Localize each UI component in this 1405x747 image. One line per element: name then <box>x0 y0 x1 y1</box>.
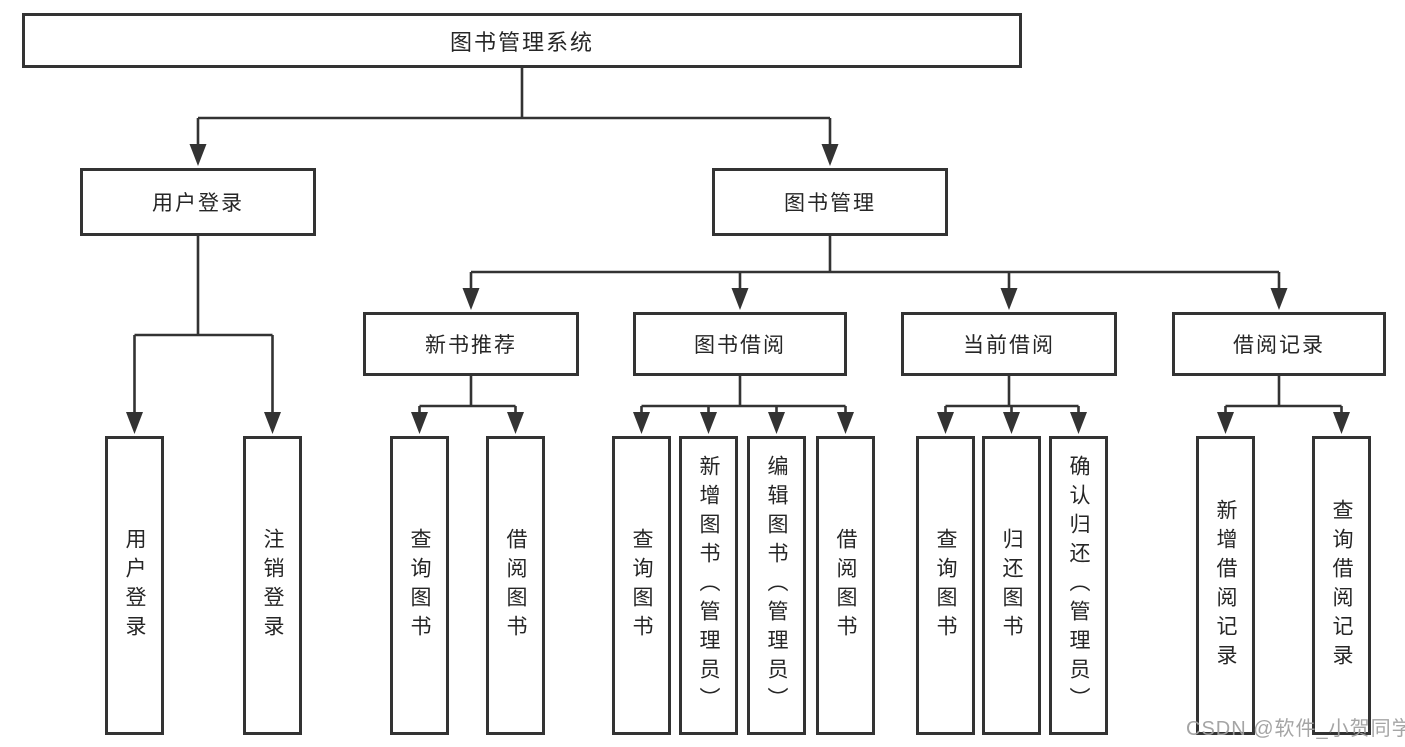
leaf-edit-book-admin: 编辑图书（管理员） <box>747 436 806 735</box>
leaf-query-books-recommend-label: 查询图书 <box>408 527 431 644</box>
leaf-query-books-borrowing: 查询图书 <box>612 436 671 735</box>
leaf-user-login: 用户登录 <box>105 436 164 735</box>
leaf-query-books-borrowing-label: 查询图书 <box>630 527 653 644</box>
node-root-label: 图书管理系统 <box>449 29 594 55</box>
node-user-login-label: 用户登录 <box>152 192 244 215</box>
leaf-confirm-return-admin-label: 确认归还（管理员） <box>1067 455 1090 716</box>
leaf-borrow-books-recommend-label: 借阅图书 <box>504 527 527 644</box>
leaf-query-books-current: 查询图书 <box>916 436 975 735</box>
leaf-borrow-books-label: 借阅图书 <box>834 527 857 644</box>
leaf-add-borrow-record-label: 新增借阅记录 <box>1214 498 1237 673</box>
csdn-watermark: CSDN @软件_小贺同学 <box>1186 718 1405 740</box>
leaf-return-book: 归还图书 <box>982 436 1041 735</box>
leaf-logout-label: 注销登录 <box>261 527 284 644</box>
leaf-add-borrow-record: 新增借阅记录 <box>1196 436 1255 735</box>
leaf-add-book-admin: 新增图书（管理员） <box>679 436 738 735</box>
node-current-borrowing: 当前借阅 <box>901 312 1117 376</box>
leaf-edit-book-admin-label: 编辑图书（管理员） <box>765 455 788 716</box>
node-current-borrowing-label: 当前借阅 <box>963 334 1055 357</box>
node-borrow-records: 借阅记录 <box>1172 312 1386 376</box>
node-root: 图书管理系统 <box>22 13 1022 68</box>
node-user-login: 用户登录 <box>80 168 316 236</box>
leaf-query-borrow-record: 查询借阅记录 <box>1312 436 1371 735</box>
leaf-logout: 注销登录 <box>243 436 302 735</box>
leaf-query-borrow-record-label: 查询借阅记录 <box>1330 498 1353 673</box>
leaf-borrow-books-recommend: 借阅图书 <box>486 436 545 735</box>
leaf-confirm-return-admin: 确认归还（管理员） <box>1049 436 1108 735</box>
leaf-query-books-current-label: 查询图书 <box>934 527 957 644</box>
node-book-borrowing: 图书借阅 <box>633 312 847 376</box>
leaf-return-book-label: 归还图书 <box>1000 527 1023 644</box>
node-book-management-label: 图书管理 <box>784 192 876 215</box>
node-new-book-recommend-label: 新书推荐 <box>425 334 517 357</box>
node-new-book-recommend: 新书推荐 <box>363 312 579 376</box>
node-borrow-records-label: 借阅记录 <box>1233 334 1325 357</box>
node-book-management: 图书管理 <box>712 168 948 236</box>
node-book-borrowing-label: 图书借阅 <box>694 334 786 357</box>
leaf-user-login-label: 用户登录 <box>123 527 146 644</box>
leaf-query-books-recommend: 查询图书 <box>390 436 449 735</box>
leaf-borrow-books: 借阅图书 <box>816 436 875 735</box>
leaf-add-book-admin-label: 新增图书（管理员） <box>697 455 720 716</box>
